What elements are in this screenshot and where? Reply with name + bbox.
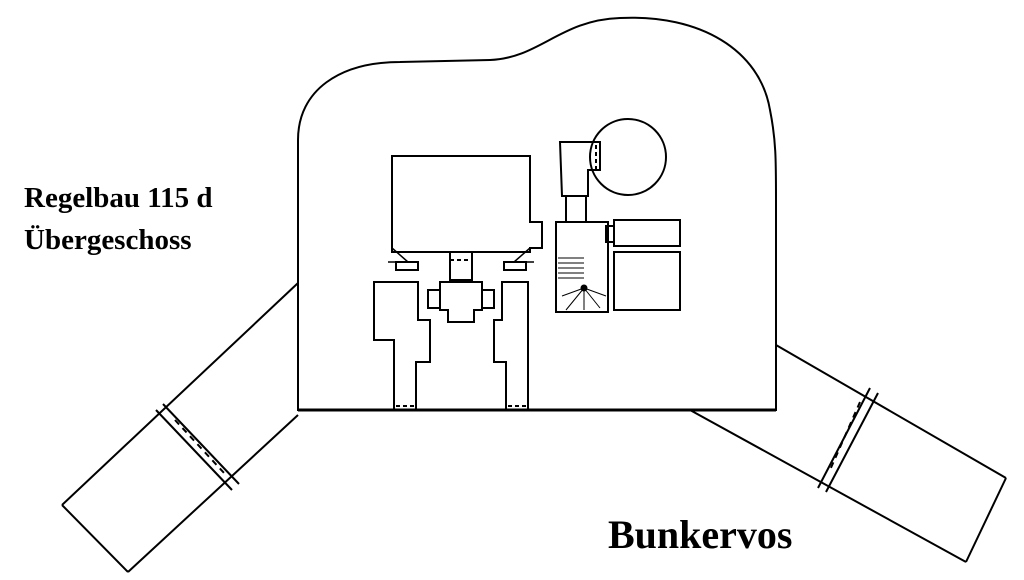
connector-right xyxy=(503,261,527,271)
right-block xyxy=(493,281,529,411)
watermark-text: Bunkervos xyxy=(608,512,793,557)
bunker-outline xyxy=(297,16,777,411)
diagram-title: Regelbau 115 d xyxy=(24,182,213,214)
diagram-subtitle: Übergeschoss xyxy=(24,224,192,256)
stair-area xyxy=(555,221,609,313)
left-block xyxy=(373,281,431,411)
main-room xyxy=(391,155,543,253)
left-wing-wall xyxy=(61,282,299,573)
connector-left xyxy=(395,261,419,271)
stair-steps xyxy=(558,257,607,311)
small-room-top xyxy=(613,219,681,247)
center-duct xyxy=(449,251,473,281)
entry-corridor xyxy=(558,141,601,197)
right-wing-wall xyxy=(689,344,1007,563)
center-block xyxy=(439,281,483,323)
round-room xyxy=(589,118,667,196)
small-room-bottom xyxy=(613,251,681,311)
